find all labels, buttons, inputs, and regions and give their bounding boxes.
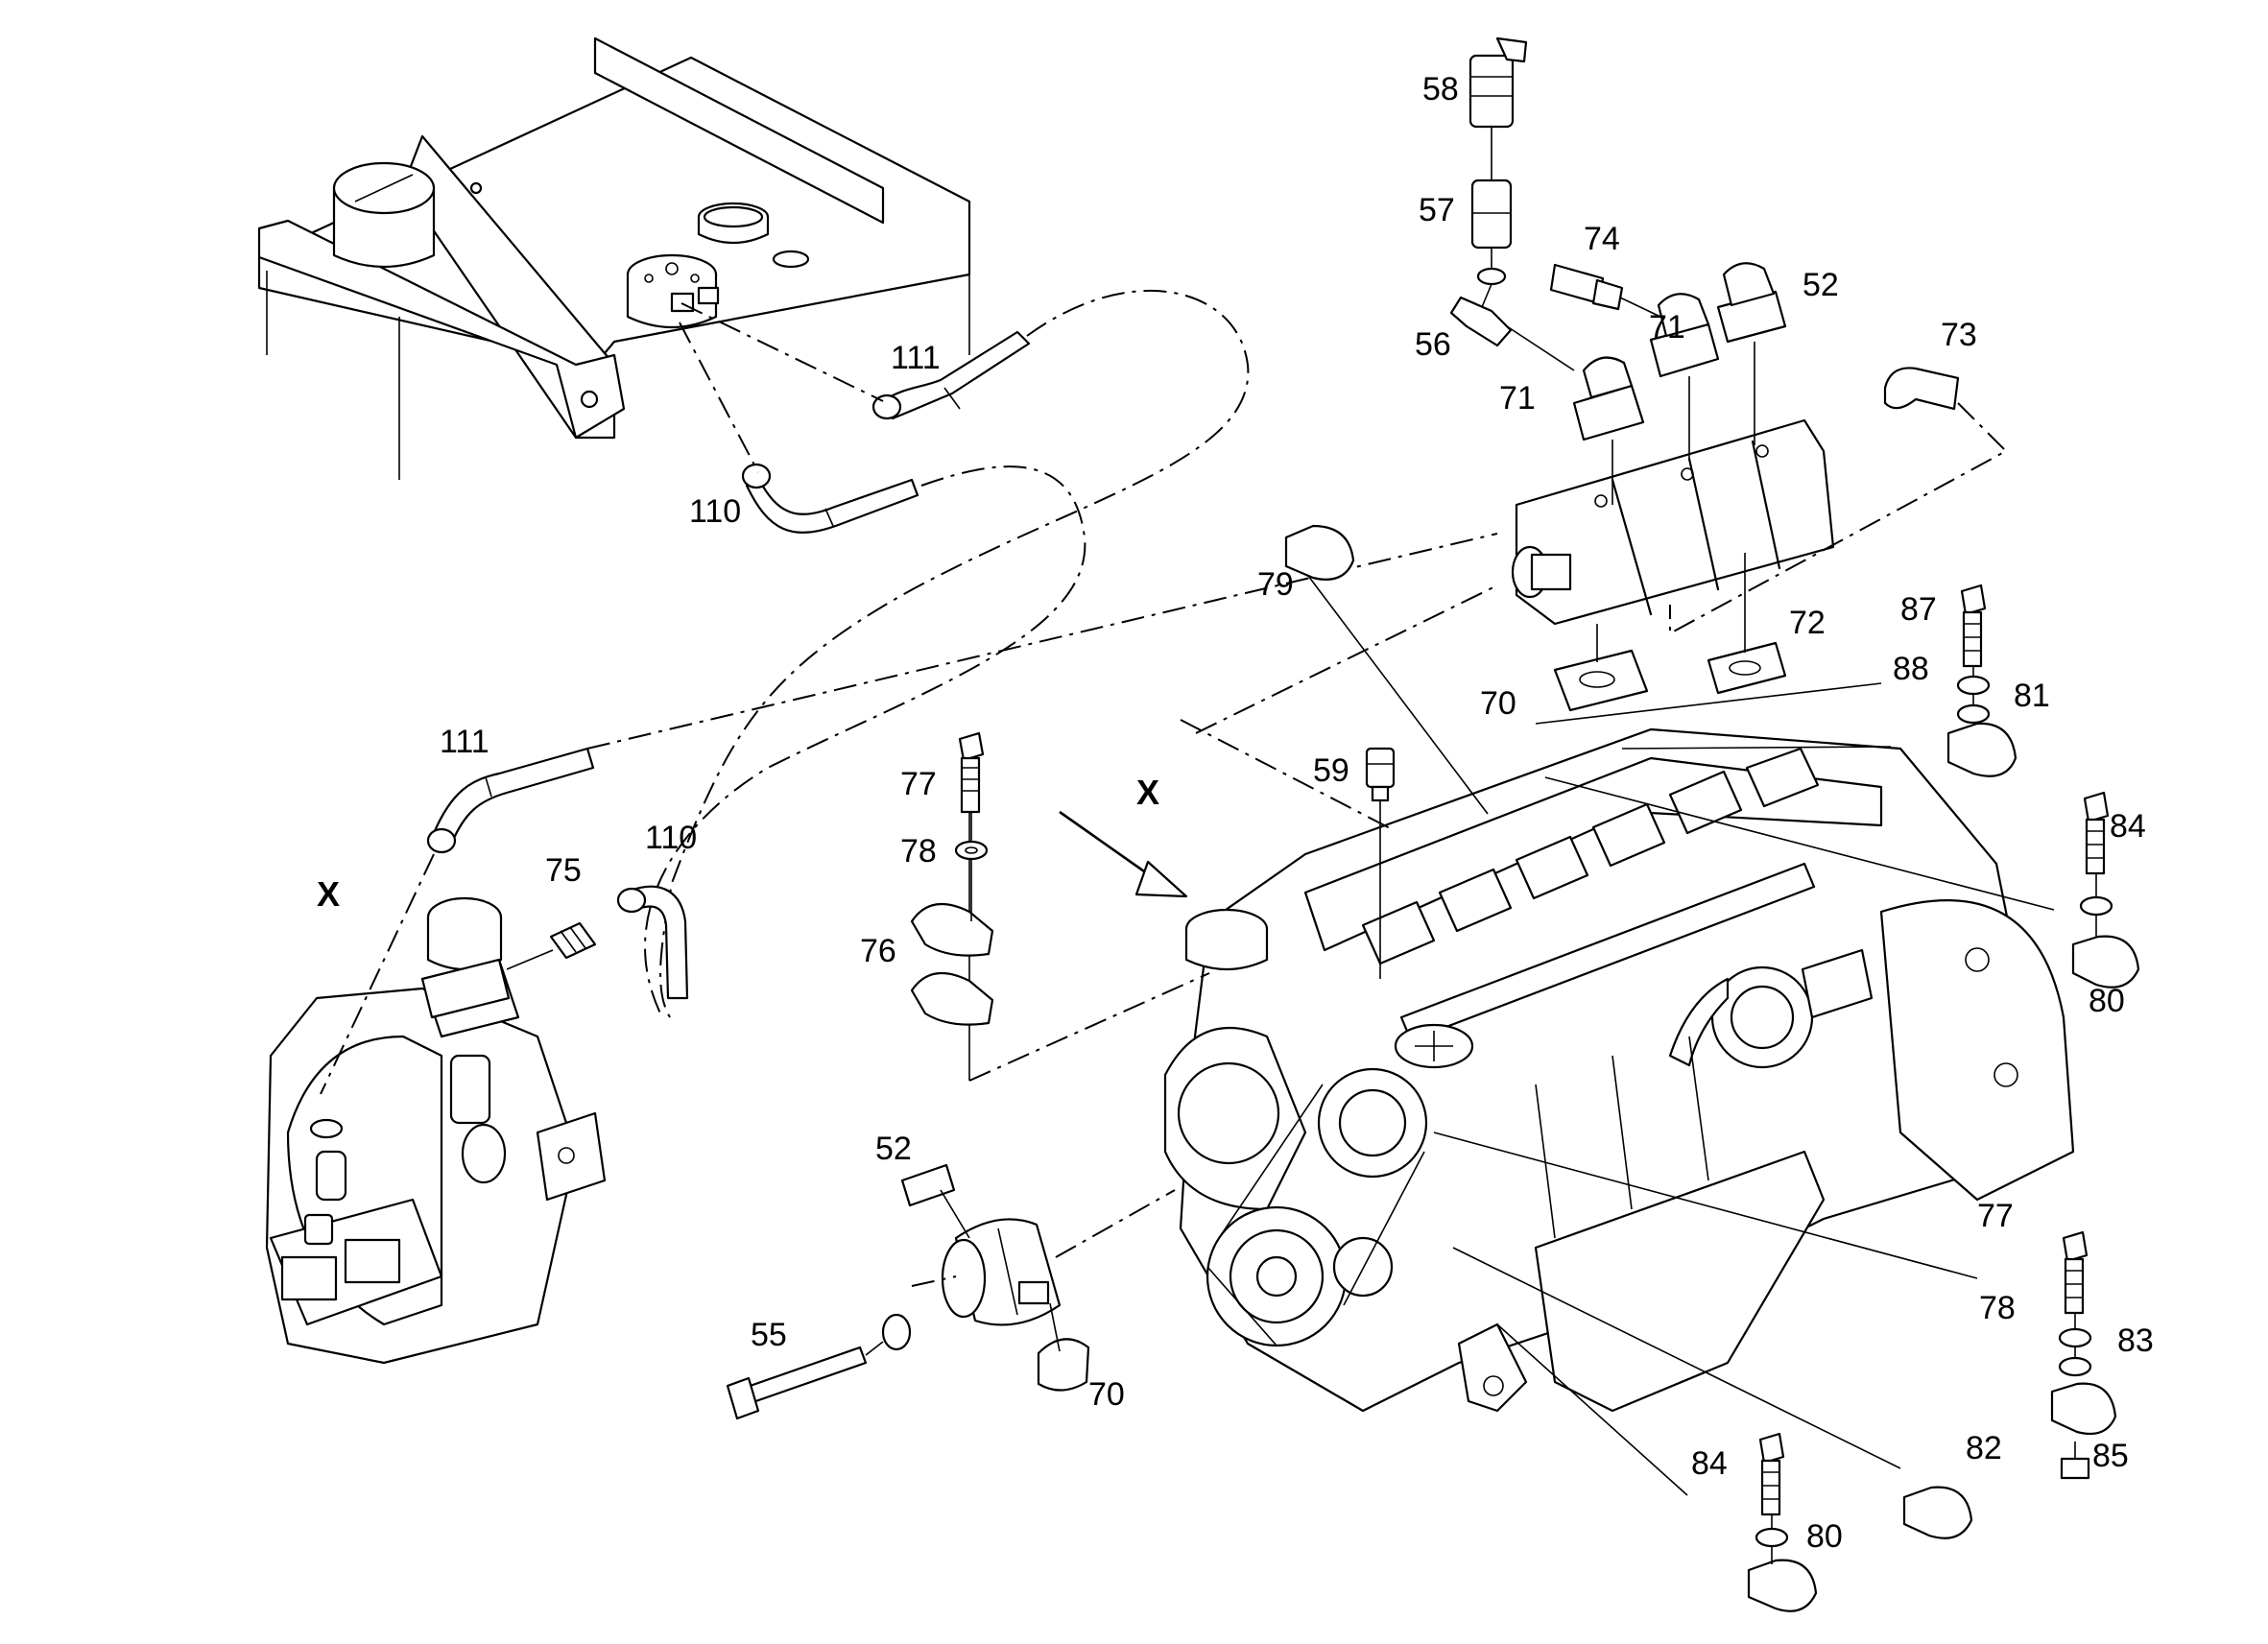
callout-70: 70 bbox=[1088, 1376, 1125, 1413]
callout-84: 84 bbox=[2110, 808, 2146, 845]
small-gear-pump bbox=[726, 1163, 1176, 1420]
callout-55: 55 bbox=[751, 1317, 787, 1353]
callout-80: 80 bbox=[1806, 1518, 1843, 1555]
callout-84: 84 bbox=[1691, 1445, 1728, 1482]
view-marks: XX bbox=[317, 773, 1159, 914]
view-mark-x: X bbox=[317, 874, 340, 914]
callout-71: 71 bbox=[1649, 309, 1685, 345]
callout-52: 52 bbox=[875, 1131, 912, 1167]
callout-77: 77 bbox=[1977, 1198, 2014, 1234]
callout-71: 71 bbox=[1499, 380, 1536, 417]
callout-81: 81 bbox=[2014, 678, 2050, 714]
pump-leaders bbox=[1481, 127, 2008, 662]
callout-78: 78 bbox=[1979, 1290, 2016, 1326]
callout-76: 76 bbox=[860, 933, 896, 969]
callout-57: 57 bbox=[1419, 192, 1455, 228]
callout-70: 70 bbox=[1480, 685, 1516, 722]
callout-83: 83 bbox=[2117, 1322, 2154, 1359]
triple-gear-pump bbox=[1511, 418, 1835, 626]
auxiliary-pump-assembly bbox=[265, 896, 607, 1365]
diesel-engine bbox=[1163, 727, 2075, 1413]
view-x-arrow bbox=[1059, 810, 1188, 898]
engine-leaders bbox=[968, 563, 2055, 1496]
callout-111: 111 bbox=[440, 724, 489, 760]
elbow-fittings bbox=[1449, 36, 1960, 712]
fitting-75 bbox=[506, 921, 597, 970]
hose-111-upper bbox=[871, 330, 1031, 420]
callout-52: 52 bbox=[1802, 267, 1839, 303]
bolt-stack-77-78-76 bbox=[910, 731, 994, 1026]
callout-110: 110 bbox=[689, 493, 741, 530]
hose-110-lower bbox=[616, 885, 689, 1000]
hose-110-upper bbox=[741, 463, 919, 534]
callout-110: 110 bbox=[645, 820, 697, 856]
callout-56: 56 bbox=[1415, 326, 1451, 363]
bolt-stack-84-80-upper bbox=[2071, 791, 2140, 989]
callout-73: 73 bbox=[1941, 317, 1977, 353]
callout-80: 80 bbox=[2089, 983, 2125, 1019]
callout-74: 74 bbox=[1584, 221, 1620, 257]
hydraulic-tank bbox=[257, 36, 971, 480]
callout-88: 88 bbox=[1893, 651, 1929, 687]
callout-78: 78 bbox=[900, 833, 937, 870]
callout-111: 111 bbox=[891, 340, 941, 376]
callout-58: 58 bbox=[1422, 71, 1459, 107]
clamp-82 bbox=[1902, 1486, 1973, 1539]
callout-77: 77 bbox=[900, 766, 937, 802]
sensor-59 bbox=[1365, 747, 1396, 979]
bolt-stack-77-78-83-85 bbox=[2050, 1230, 2117, 1480]
callout-labels: 58 57 74 56 71 52 73 71 111 110 79 72 87 88 81 70 111 59 7… bbox=[440, 71, 2154, 1555]
callout-79: 79 bbox=[1257, 566, 1294, 603]
callout-82: 82 bbox=[1966, 1430, 2002, 1466]
bolt-stack-84-80-lower bbox=[1747, 1432, 1818, 1612]
bolt-stack-87-81 bbox=[1946, 584, 2017, 777]
callout-87: 87 bbox=[1900, 591, 1937, 628]
view-mark-x: X bbox=[1136, 773, 1159, 812]
clamp-79 bbox=[1284, 524, 1355, 581]
callout-72: 72 bbox=[1789, 605, 1826, 641]
callout-59: 59 bbox=[1313, 752, 1349, 789]
callout-85: 85 bbox=[2092, 1438, 2129, 1474]
hose-111-lower bbox=[320, 747, 595, 1095]
callout-75: 75 bbox=[545, 852, 582, 889]
